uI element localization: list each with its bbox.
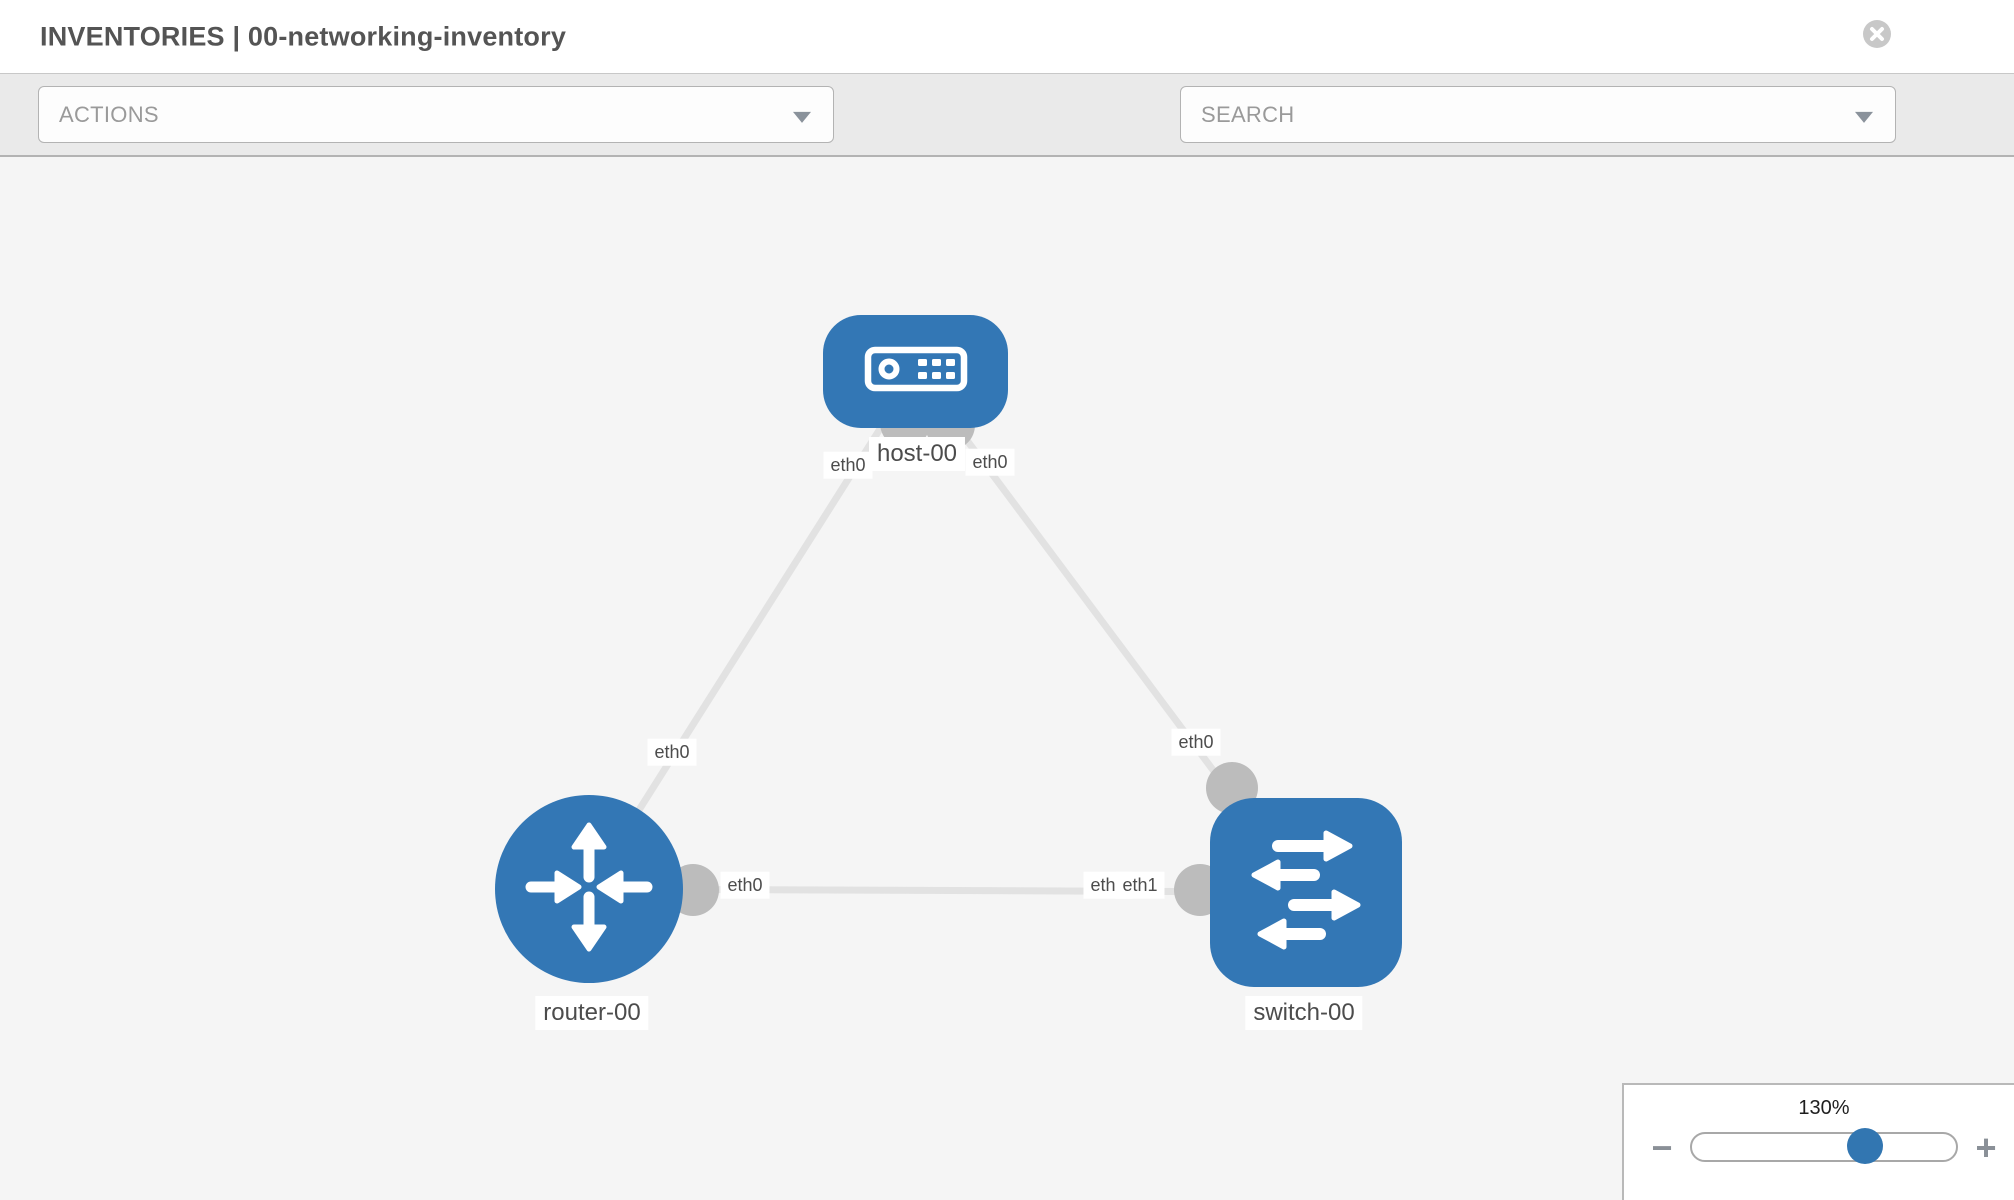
- node-label-switch: switch-00: [1245, 996, 1363, 1030]
- node-label-router: router-00: [535, 996, 649, 1030]
- chevron-down-icon: [793, 111, 811, 123]
- node-switch-00[interactable]: [1210, 798, 1402, 987]
- search-placeholder: SEARCH: [1201, 101, 1295, 127]
- page-title: INVENTORIES | 00-networking-inventory: [40, 21, 567, 51]
- node-router-00[interactable]: [495, 795, 683, 983]
- zoom-level-value: 130%: [1798, 1097, 1850, 1119]
- host-icon: [851, 337, 981, 406]
- interface-label: eth1: [1115, 871, 1165, 899]
- zoom-slider-track[interactable]: [1690, 1128, 1958, 1164]
- router-icon: [519, 817, 659, 962]
- zoom-out-button[interactable]: −: [1644, 1126, 1680, 1170]
- zoom-control-panel: 130% − +: [1622, 1083, 2014, 1200]
- node-host-00[interactable]: [823, 315, 1008, 428]
- topology-links-layer: [586, 369, 1307, 916]
- chevron-down-icon: [1855, 111, 1873, 123]
- search-input[interactable]: SEARCH: [1180, 86, 1896, 143]
- node-label-host: host-00: [868, 437, 966, 471]
- close-icon: [1862, 20, 1892, 52]
- close-button[interactable]: [1862, 19, 1892, 49]
- modal-header: INVENTORIES | 00-networking-inventory: [0, 0, 2014, 73]
- interface-label: eth0: [965, 448, 1015, 476]
- interface-label: eth0: [720, 871, 770, 899]
- zoom-in-button[interactable]: +: [1968, 1126, 2004, 1170]
- zoom-slider-thumb[interactable]: [1847, 1128, 1883, 1164]
- interface-label: eth0: [647, 738, 697, 766]
- actions-dropdown[interactable]: ACTIONS: [38, 86, 834, 143]
- toolbar: ACTIONS SEARCH: [0, 73, 2014, 209]
- switch-icon: [1241, 825, 1371, 960]
- interface-label: eth0: [1171, 728, 1221, 756]
- actions-dropdown-placeholder: ACTIONS: [59, 101, 159, 127]
- topology-canvas[interactable]: eth0 eth0 eth0 eth0 eth0 eth0 eth1 host-…: [0, 157, 2014, 1200]
- interface-label: eth0: [823, 451, 873, 479]
